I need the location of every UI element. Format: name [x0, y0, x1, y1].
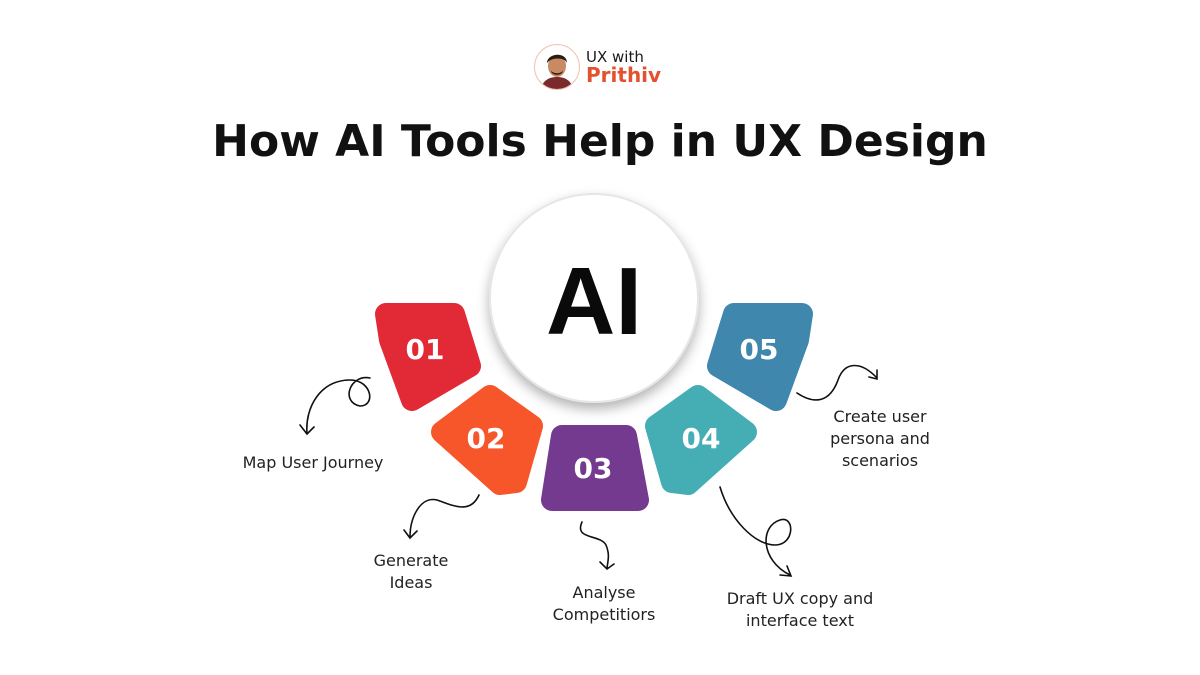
- avatar: [534, 44, 580, 90]
- ai-circle: [489, 193, 699, 403]
- step-03-label: Analyse Competitiors: [552, 583, 656, 624]
- arrow-04-icon: [719, 486, 793, 577]
- brand-line1: UX with: [586, 47, 644, 66]
- arrow-05-icon: [796, 364, 878, 401]
- step-03-number: 03: [574, 452, 613, 485]
- arrow-01-icon: [299, 376, 371, 436]
- step-04-label: Draft UX copy and interface text: [726, 589, 874, 630]
- step-02-shape: [431, 385, 543, 495]
- arrow-03-icon: [579, 521, 615, 571]
- step-05-label: Create user persona and scenarios: [830, 407, 930, 470]
- step-03-shape: [541, 425, 649, 511]
- step-01-shape: [375, 303, 481, 411]
- brand-line2: Prithiv: [586, 62, 662, 87]
- step-02-number: 02: [467, 422, 506, 455]
- step-01-label: Map User Journey: [242, 453, 384, 472]
- step-01-number: 01: [406, 333, 445, 366]
- step-05-shape: [707, 303, 813, 411]
- ai-label: AI: [546, 248, 642, 355]
- step-04-number: 04: [682, 422, 721, 455]
- step-05-number: 05: [740, 333, 779, 366]
- step-02-label: Generate Ideas: [373, 551, 449, 592]
- arrow-02-icon: [403, 494, 480, 540]
- brand-logo: UX with Prithiv: [534, 44, 661, 90]
- step-04-shape: [645, 385, 757, 495]
- page-title: How AI Tools Help in UX Design: [212, 116, 988, 167]
